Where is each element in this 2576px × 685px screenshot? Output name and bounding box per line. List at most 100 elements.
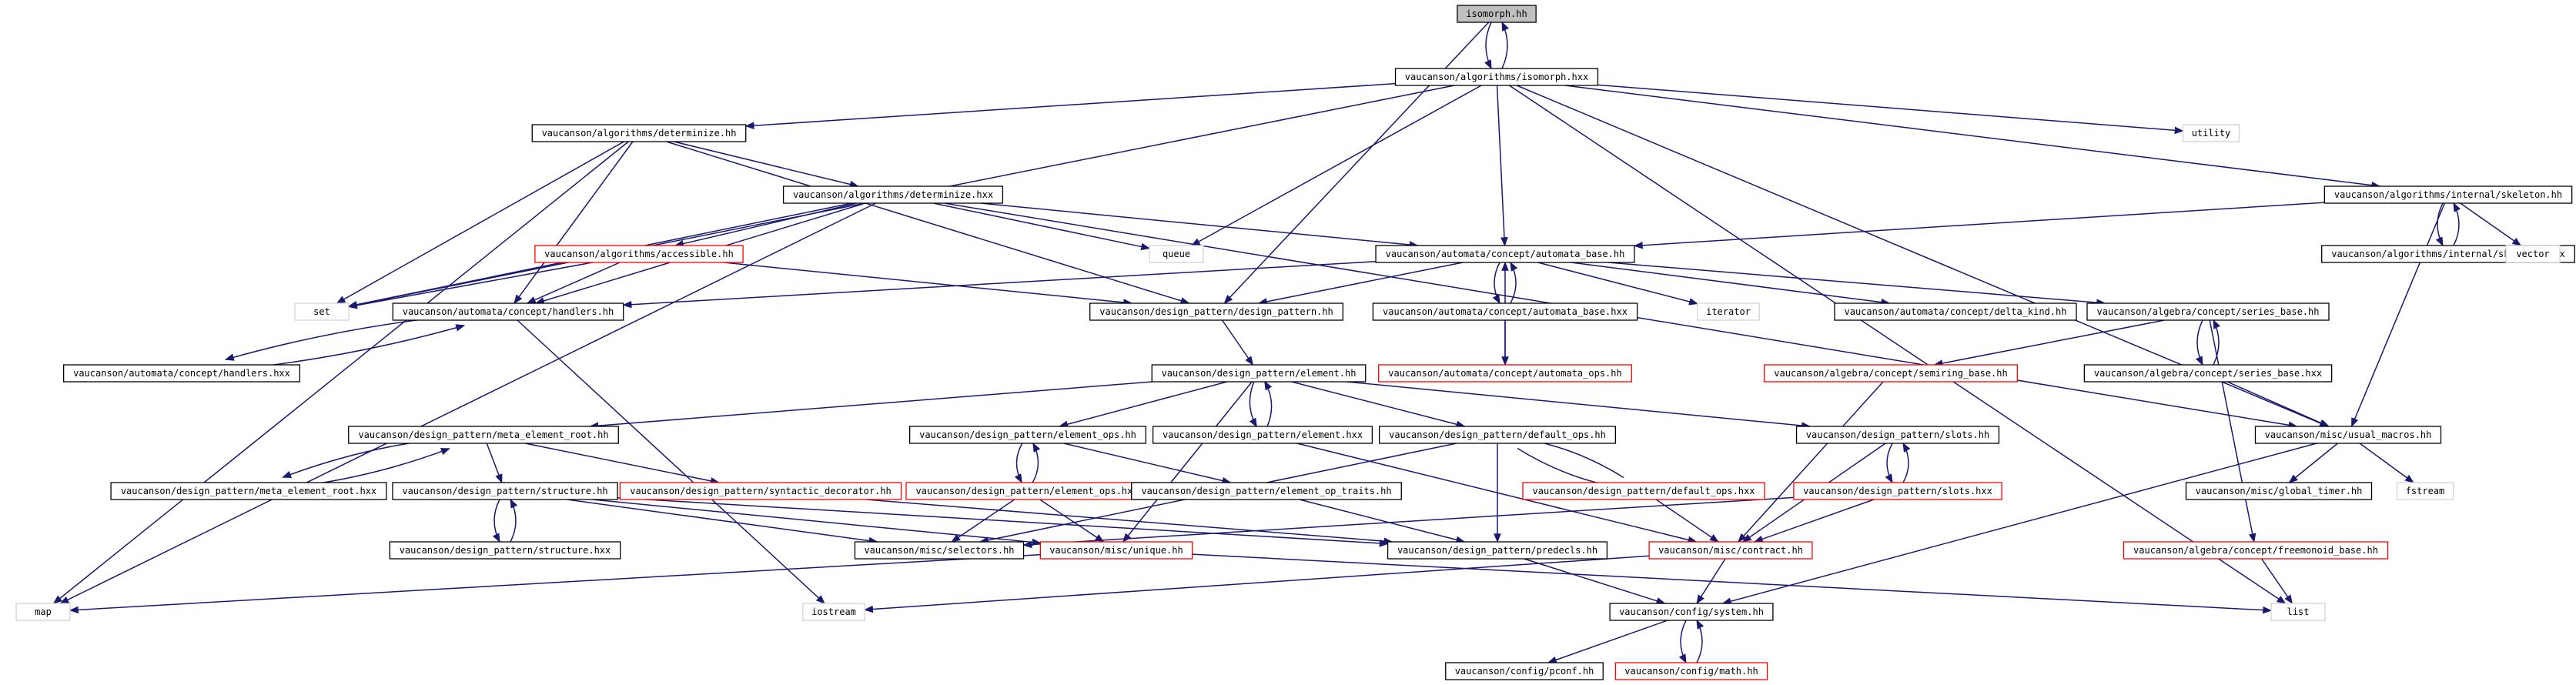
- node-box: [392, 302, 624, 321]
- edge-accessible_hh-to-design_pattern_hh: [723, 262, 1133, 306]
- node-structure-hh[interactable]: vaucanson/design_pattern/structure.hh: [392, 482, 618, 500]
- edge-determinize_hh-to-determinize_hxx: [674, 141, 859, 189]
- node-label: vaucanson/design_pattern/predecls.hh: [1397, 545, 1597, 556]
- node-accessible-hh[interactable]: vaucanson/algorithms/accessible.hh: [534, 245, 744, 263]
- node-meta-element-root-hxx[interactable]: vaucanson/design_pattern/meta_element_ro…: [110, 482, 387, 500]
- node-set: set: [294, 302, 350, 321]
- node-slots-hh[interactable]: vaucanson/design_pattern/slots.hh: [1795, 426, 2000, 444]
- node-slots-hxx[interactable]: vaucanson/design_pattern/slots.hxx: [1793, 482, 2002, 500]
- node-automata-base-hxx[interactable]: vaucanson/automata/concept/automata_base…: [1372, 302, 1638, 321]
- node-vector: vector: [2505, 245, 2561, 263]
- node-box: [1131, 482, 1402, 500]
- edge-isomorph_hh-to-isomorph_hxx: [1484, 22, 1492, 70]
- node-syntactic-decorator-hh[interactable]: vaucanson/design_pattern/syntactic_decor…: [619, 482, 902, 500]
- node-box: [1394, 68, 1599, 86]
- node-label: vaucanson/algorithms/isomorph.hxx: [1405, 72, 1588, 82]
- node-label: queue: [1163, 249, 1190, 259]
- node-label: vaucanson/design_pattern/element.hxx: [1163, 429, 1363, 440]
- node-label: vaucanson/config/system.hh: [1619, 606, 1764, 617]
- node-label: vaucanson/misc/selectors.hh: [864, 545, 1014, 556]
- node-usual-macros-hh[interactable]: vaucanson/misc/usual_macros.hh: [2254, 426, 2442, 444]
- node-delta-kind-hh[interactable]: vaucanson/automata/concept/delta_kind.hh: [1834, 302, 2077, 321]
- node-box: [2185, 482, 2373, 500]
- node-handlers-hh[interactable]: vaucanson/automata/concept/handlers.hh: [392, 302, 624, 321]
- edge-isomorph_hxx-to-skeleton_hh: [1564, 85, 2381, 189]
- node-structure-hxx[interactable]: vaucanson/design_pattern/structure.hxx: [389, 541, 621, 560]
- edge-element_hh-to-meta_element_root_hh: [589, 381, 1153, 429]
- node-series-base-hh[interactable]: vaucanson/algebra/concept/series_base.hh: [2086, 302, 2330, 321]
- node-label: map: [35, 606, 52, 617]
- node-selectors-hh[interactable]: vaucanson/misc/selectors.hh: [854, 541, 1025, 560]
- edge-system_hh-to-pconf_hh: [1547, 620, 1668, 663]
- edge-automata_base_hh-to-automata_base_hxx: [1492, 262, 1500, 305]
- node-isomorph-hxx[interactable]: vaucanson/algorithms/isomorph.hxx: [1394, 68, 1599, 86]
- edge-structure_hh-to-unique_hh: [592, 499, 1042, 546]
- node-automata-ops-hh[interactable]: vaucanson/automata/concept/automata_ops.…: [1378, 364, 1632, 383]
- edge-handlers_hxx-to-handlers_hh: [227, 324, 466, 371]
- node-isomorph-hh[interactable]: isomorph.hh: [1457, 5, 1537, 23]
- edge-determinize_hh-to-design_pattern_hh: [666, 141, 1190, 305]
- node-meta-element-root-hh[interactable]: vaucanson/design_pattern/meta_element_ro…: [348, 426, 619, 444]
- node-label: vaucanson/design_pattern/slots.hh: [1806, 429, 1989, 440]
- node-box: [1764, 364, 2018, 383]
- edge-isomorph_hxx-to-automata_base_hh: [1496, 85, 1508, 247]
- node-box: [1457, 5, 1537, 23]
- node-box: [1795, 426, 2000, 444]
- node-element-hh[interactable]: vaucanson/design_pattern/element.hh: [1151, 364, 1367, 383]
- edge-contract_hh-to-system_hh: [1696, 558, 1726, 605]
- edge-structure_hh-to-structure_hxx: [492, 499, 500, 543]
- node-element-ops-hh[interactable]: vaucanson/design_pattern/element_ops.hh: [909, 426, 1147, 444]
- edge-default_ops_hh-to-default_ops_hxx: [1517, 447, 1621, 490]
- node-contract-hh[interactable]: vaucanson/misc/contract.hh: [1648, 541, 1813, 560]
- node-box: [1648, 541, 1813, 560]
- node-box: [1151, 364, 1367, 383]
- node-determinize-hxx[interactable]: vaucanson/algorithms/determinize.hxx: [782, 185, 1004, 204]
- edge-contract_hh-to-iostream: [864, 555, 1650, 613]
- node-label: vaucanson/design_pattern/design_pattern.…: [1099, 306, 1333, 317]
- node-label: vaucanson/config/pconf.hh: [1455, 666, 1594, 677]
- node-automata-base-hh[interactable]: vaucanson/automata/concept/automata_base…: [1375, 245, 1635, 263]
- node-handlers-hxx[interactable]: vaucanson/automata/concept/handlers.hxx: [63, 364, 301, 383]
- node-system-hh[interactable]: vaucanson/config/system.hh: [1609, 603, 1774, 621]
- edge-element_op_traits_hh-to-predecls_hh: [1299, 499, 1466, 543]
- edge-determinize_hxx-to-map: [59, 202, 876, 604]
- edge-accessible_hh-to-handlers_hh: [526, 262, 621, 304]
- node-determinize-hh[interactable]: vaucanson/algorithms/determinize.hh: [531, 124, 747, 142]
- edge-structure_hxx-to-structure_hh: [510, 498, 518, 543]
- node-box: [1614, 662, 1768, 680]
- node-default-ops-hh[interactable]: vaucanson/design_pattern/default_ops.hh: [1379, 426, 1617, 444]
- edge-handlers_hh-to-handlers_hxx: [224, 314, 463, 361]
- node-semiring-base-hh[interactable]: vaucanson/algebra/concept/semiring_base.…: [1764, 364, 2018, 383]
- node-skeleton-hh[interactable]: vaucanson/algorithms/internal/skeleton.h…: [2323, 185, 2573, 204]
- node-box: [2396, 482, 2454, 500]
- edge-meta_element_root_hh-to-structure_hh: [486, 443, 503, 484]
- edge-slots_hxx-to-selectors_hh: [1022, 496, 1794, 549]
- node-element-op-traits-hh[interactable]: vaucanson/design_pattern/element_op_trai…: [1131, 482, 1402, 500]
- edge-element_ops_hh-to-element_op_traits_hh: [1063, 443, 1232, 485]
- node-label: set: [313, 306, 330, 317]
- node-predecls-hh[interactable]: vaucanson/design_pattern/predecls.hh: [1387, 541, 1608, 560]
- node-label: vaucanson/misc/usual_macros.hh: [2265, 429, 2432, 440]
- node-label: vaucanson/design_pattern/meta_element_ro…: [121, 486, 376, 496]
- node-design-pattern-hh[interactable]: vaucanson/design_pattern/design_pattern.…: [1089, 302, 1343, 321]
- edge-structure_hh-to-predecls_hh: [617, 496, 1389, 547]
- node-global-timer-hh[interactable]: vaucanson/misc/global_timer.hh: [2185, 482, 2373, 500]
- node-series-base-hxx[interactable]: vaucanson/algebra/concept/series_base.hx…: [2083, 364, 2333, 383]
- node-label: vaucanson/misc/unique.hh: [1049, 545, 1183, 556]
- edge-accessible_hh-to-set: [347, 262, 593, 309]
- node-math-hh[interactable]: vaucanson/config/math.hh: [1614, 662, 1768, 680]
- edge-slots_hh-to-slots_hxx: [1885, 443, 1893, 484]
- node-box: [619, 482, 902, 500]
- node-element-hxx[interactable]: vaucanson/design_pattern/element.hxx: [1152, 426, 1373, 444]
- edge-determinize_hh-to-handlers_hh: [514, 141, 634, 304]
- node-freemonoid-base-hh[interactable]: vaucanson/algebra/concept/freemonoid_bas…: [2123, 541, 2389, 560]
- node-default-ops-hxx[interactable]: vaucanson/design_pattern/default_ops.hxx: [1522, 482, 1765, 500]
- edge-handlers_hh-to-iostream: [517, 319, 825, 604]
- edge-automata_base_hh-to-iterator: [1537, 262, 1698, 306]
- node-element-ops-hxx[interactable]: vaucanson/design_pattern/element_ops.hxx: [905, 482, 1149, 500]
- node-box: [1697, 302, 1760, 321]
- node-label: vaucanson/design_pattern/syntactic_decor…: [630, 486, 892, 496]
- node-pconf-hh[interactable]: vaucanson/config/pconf.hh: [1445, 662, 1604, 680]
- node-unique-hh[interactable]: vaucanson/misc/unique.hh: [1039, 541, 1193, 560]
- edge-slots_hxx-to-slots_hh: [1902, 442, 1911, 483]
